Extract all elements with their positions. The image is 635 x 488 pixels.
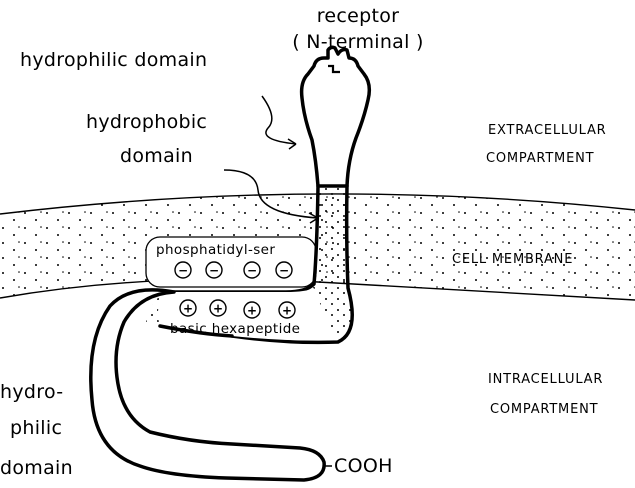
cell-membrane-label: CELL MEMBRANE bbox=[452, 252, 573, 267]
negative-charge-sign: − bbox=[209, 264, 219, 278]
positive-charge-sign: + bbox=[183, 302, 193, 316]
extracellular-label-line2: COMPARTMENT bbox=[486, 151, 594, 166]
basic-hexapeptide-label: basic hexapeptide bbox=[170, 321, 300, 337]
hydrophobic-label: hydrophobic bbox=[86, 111, 207, 133]
receptor-head bbox=[302, 47, 370, 186]
extracellular-label-line1: EXTRACELLULAR bbox=[488, 123, 607, 138]
arrow-hydrophilic-top bbox=[262, 96, 296, 144]
n-terminal-label: ( N-terminal ) bbox=[292, 31, 424, 53]
positive-charge-sign: + bbox=[213, 302, 223, 316]
hydrophilic-bottom-line1: hydro- bbox=[0, 381, 63, 403]
receptor-label: receptor bbox=[317, 5, 400, 27]
hydrophilic-bottom-line3: domain bbox=[0, 457, 73, 479]
receptor-binding-notch bbox=[328, 66, 340, 72]
cooh-label: COOH bbox=[334, 455, 393, 477]
positive-charge-sign: + bbox=[282, 304, 292, 318]
hydrophilic-bottom-line2: philic bbox=[10, 417, 62, 439]
intracellular-label-line1: INTRACELLULAR bbox=[488, 372, 603, 387]
hydrophilic-domain-top-label: hydrophilic domain bbox=[20, 49, 207, 71]
negative-charge-sign: − bbox=[247, 264, 257, 278]
phosphatidyl-ser-label: phosphatidyl-ser bbox=[156, 242, 275, 258]
negative-charge-sign: − bbox=[178, 264, 188, 278]
negative-charge-sign: − bbox=[279, 264, 289, 278]
intracellular-label-line2: COMPARTMENT bbox=[490, 402, 598, 417]
positive-charge-sign: + bbox=[247, 304, 257, 318]
hydrophobic-domain-label: domain bbox=[120, 145, 193, 167]
